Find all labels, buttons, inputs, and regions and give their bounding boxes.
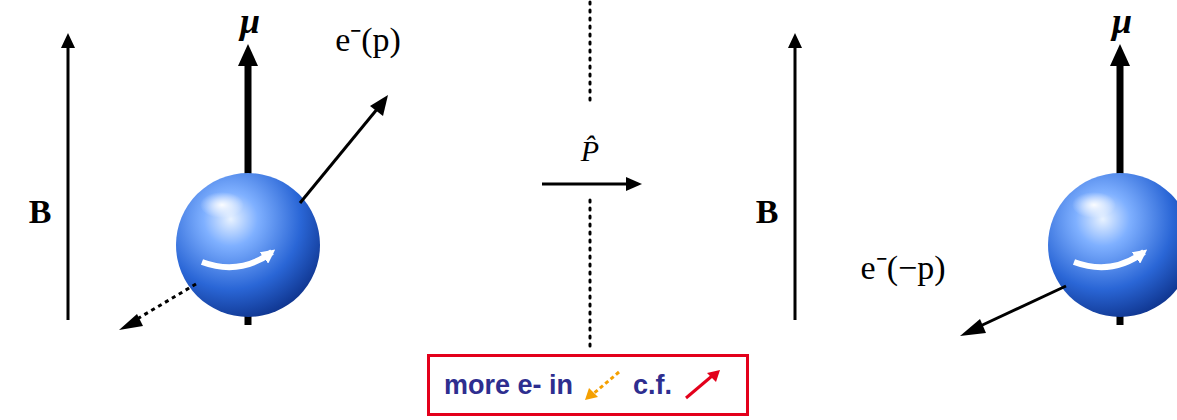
mirror-line: [590, 2, 591, 350]
note-box: more e- in c.f.: [427, 354, 749, 416]
field-arrow: [61, 33, 75, 320]
note-text: c.f.: [633, 370, 672, 401]
red-arrow: [682, 368, 722, 402]
nucleus-sphere: [1048, 173, 1177, 317]
electron-arrow: [960, 286, 1066, 336]
electron-arrow: [300, 95, 388, 203]
field-arrow: [788, 33, 802, 320]
parity-operator-label: P̂: [581, 134, 599, 167]
field-label: B: [29, 193, 52, 230]
dashed-orange-arrow: [583, 368, 623, 402]
electron-label: e⁻(p): [335, 21, 401, 58]
moment-label: μ: [240, 2, 260, 42]
electron-label: e⁻(−p): [861, 249, 946, 286]
note-text: more e- in: [444, 370, 573, 401]
nucleus-sphere: [176, 173, 320, 317]
dashed-electron-arrow: [119, 284, 196, 330]
parity-arrow: [542, 177, 642, 191]
field-label: B: [756, 193, 779, 230]
moment-label: μ: [1112, 2, 1132, 42]
